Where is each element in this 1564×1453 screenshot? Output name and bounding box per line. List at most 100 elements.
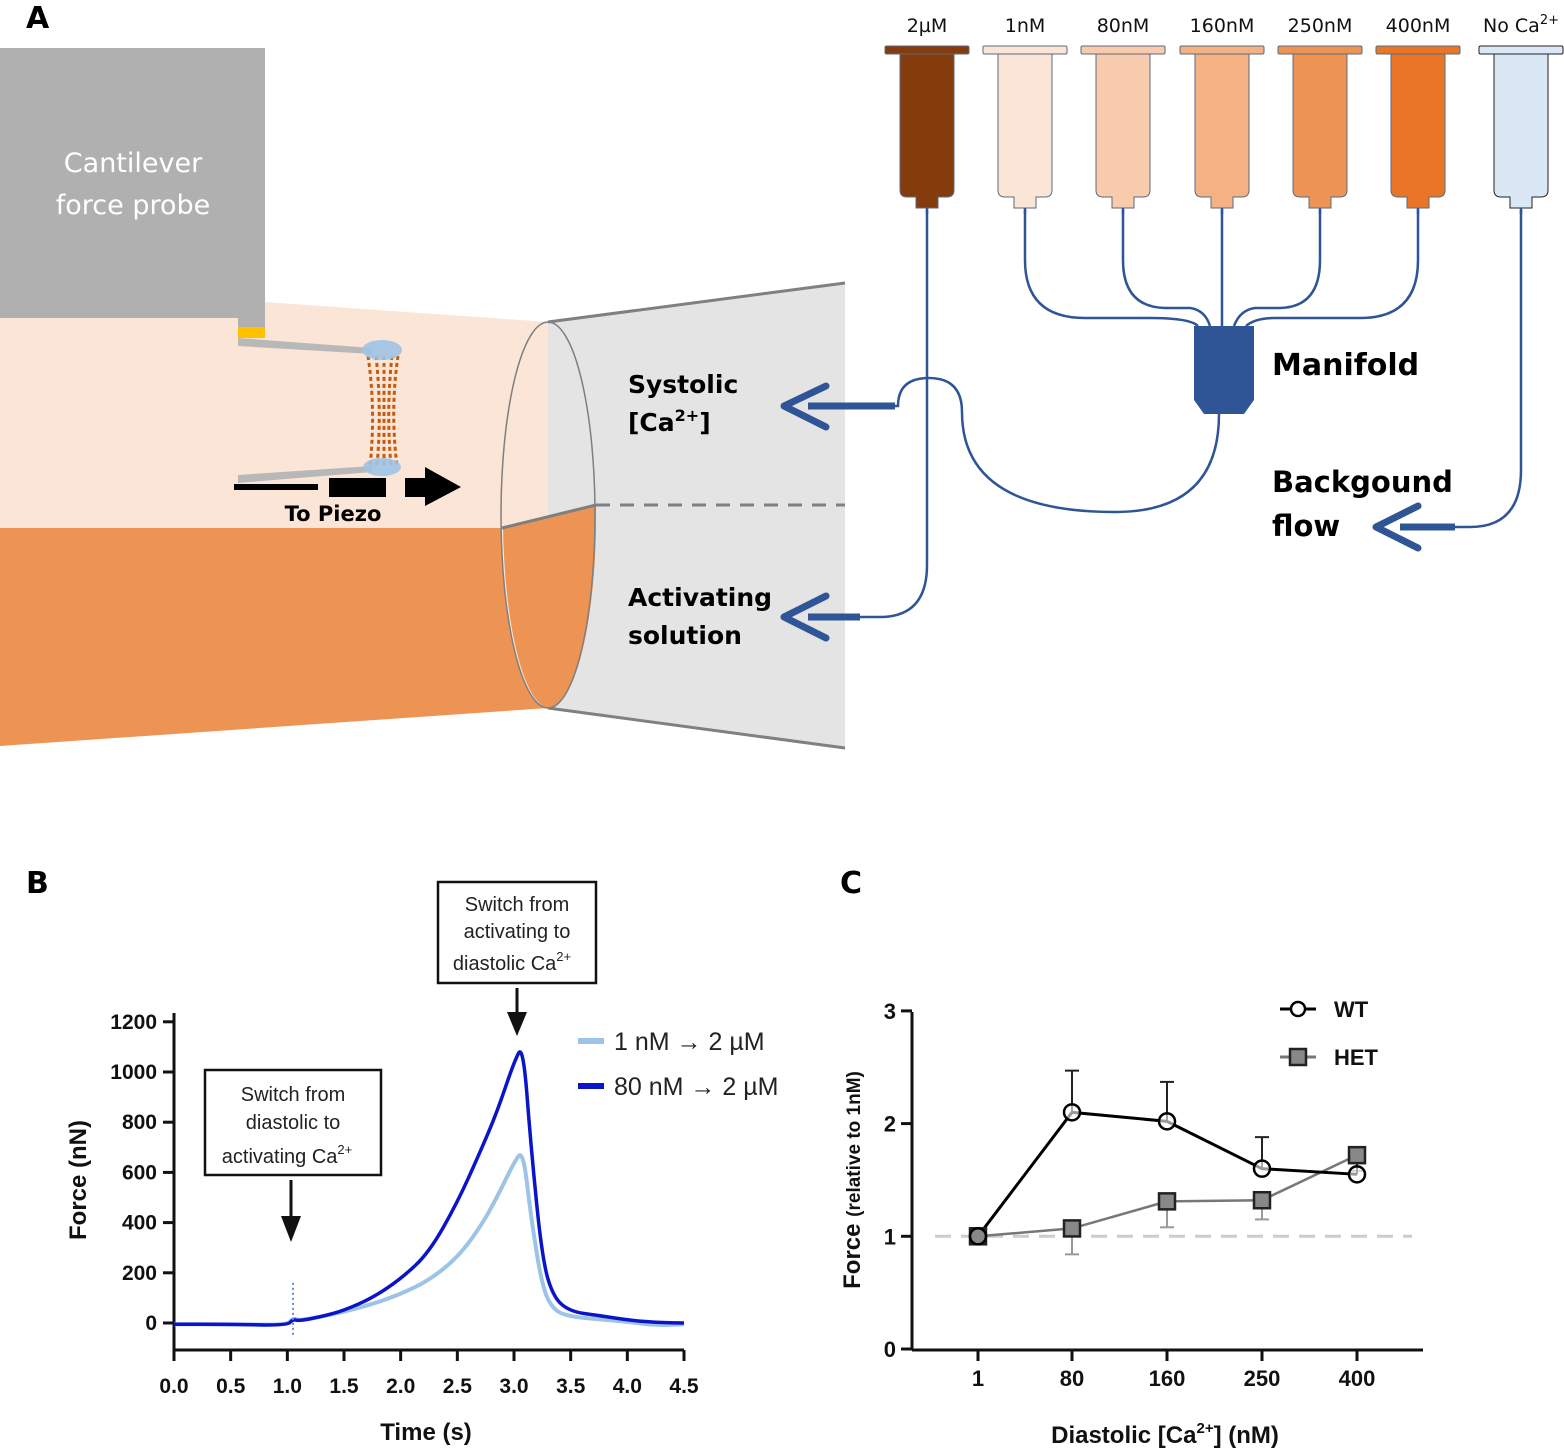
piezo-label: To Piezo (285, 502, 382, 526)
b-y-tick-label: 1000 (110, 1061, 157, 1084)
b-y-axis-title: Force (nN) (65, 1120, 92, 1240)
c-x-tick-label: 1 (972, 1366, 984, 1391)
c-het-marker (1062, 1219, 1082, 1238)
c-wt-marker (1347, 1165, 1367, 1184)
b-annotation-left-line2: diastolic to (246, 1112, 341, 1134)
chamber-top-edge (547, 281, 846, 324)
c-x-tick-label: 400 (1339, 1366, 1376, 1391)
background-label-line2: flow (1272, 509, 1340, 543)
syringe-5: 400nM (1375, 15, 1461, 214)
c-x-tick-label: 80 (1060, 1366, 1084, 1391)
c-legend-label-wt: WT (1334, 997, 1369, 1022)
b-annotation-left-line1: Switch from (241, 1084, 345, 1106)
background-arrow-icon (1372, 502, 1422, 552)
probe-label-line1: Cantilever (64, 148, 203, 179)
panel-b-letter: B (26, 866, 49, 901)
tube-400nM (1245, 210, 1420, 327)
b-series-line-1 (174, 1050, 685, 1327)
c-het-marker (1347, 1145, 1367, 1165)
b-annotation-right-box (436, 880, 598, 985)
syringe-barrel (1390, 53, 1446, 209)
systolic-label-line1: Systolic (628, 370, 738, 399)
chamber-opening-lower-fill (503, 505, 596, 708)
syringe-4: 250nM (1277, 15, 1363, 214)
b-legend-label-1nM: 1 nM → 2 µM (614, 1028, 765, 1056)
stream-interface-line (501, 503, 597, 530)
activating-label-line2: solution (628, 621, 742, 650)
chamber-bottom-edge (547, 706, 846, 750)
syringe-barrel (1095, 53, 1151, 209)
syringe-label: 1nM (1005, 15, 1046, 37)
piezo-bar-thick (329, 478, 386, 497)
b-legend-label-80nM: 80 nM → 2 µM (614, 1073, 778, 1101)
chamber-opening (500, 321, 596, 709)
c-x-tick-label: 250 (1244, 1366, 1281, 1391)
b-y-tick-label: 400 (122, 1212, 157, 1235)
probe-label-line2: force probe (56, 190, 211, 221)
b-annotation-right-line1: Switch from (465, 894, 569, 916)
syringe-label: 250nM (1288, 15, 1353, 37)
c-y-tick-label: 0 (884, 1337, 896, 1362)
c-legend-label-het: HET (1334, 1045, 1379, 1070)
c-legend-marker-het (1288, 1047, 1308, 1067)
b-y-tick-label: 600 (122, 1161, 157, 1184)
tube-systolic (895, 376, 1221, 514)
b-annotation-left-arrow-icon (281, 1216, 301, 1242)
syringe-flange (982, 45, 1068, 55)
c-y-tick-label: 1 (884, 1224, 896, 1249)
c-wt-marker (1252, 1159, 1272, 1178)
b-annotation-right-arrow-icon (507, 1012, 527, 1036)
b-y-tick-label: 0 (145, 1312, 157, 1335)
piezo-bar-thin (234, 484, 318, 490)
syringe-label: 2µM (907, 15, 948, 37)
syringe-barrel (1493, 53, 1549, 209)
syringe-3: 160nM (1179, 15, 1265, 214)
b-annotation-right-line2: activating to (464, 921, 571, 943)
syringe-label: 80nM (1097, 15, 1150, 37)
c-het-marker (1252, 1190, 1272, 1210)
tube-80nM (1121, 210, 1212, 327)
cantilever-probe-tip (238, 327, 265, 338)
activating-label-line1: Activating (628, 583, 772, 612)
syringe-0: 2µM (884, 15, 970, 214)
syringe-label: 160nM (1190, 15, 1255, 37)
cantilever-probe-body (0, 48, 265, 318)
syringe-1: 1nM (982, 15, 1068, 214)
lower-needle (238, 466, 372, 483)
manifold-label: Manifold (1272, 348, 1419, 383)
syringe-flange (1080, 45, 1166, 55)
c-y-tick-label: 3 (884, 999, 896, 1024)
lower-attachment-glue (363, 458, 401, 476)
syringe-6: No Ca2+ (1478, 13, 1564, 214)
b-annotation-left-box (203, 1068, 383, 1177)
b-y-tick-label: 200 (122, 1262, 157, 1285)
b-x-tick-label: 1.0 (273, 1375, 302, 1398)
b-x-tick-label: 0.5 (216, 1375, 246, 1398)
syringe-flange (1478, 45, 1564, 55)
tube-activating (858, 210, 929, 619)
syringe-flange (884, 45, 970, 55)
c-y-axis-title: Force (relative to 1nM) (839, 1071, 866, 1289)
c-het-marker (1157, 1192, 1177, 1211)
systolic-arrow-icon (780, 382, 830, 431)
manifold-block (1194, 326, 1254, 414)
syringe-label: No Ca2+ (1483, 13, 1559, 37)
panel-c-letter: C (840, 866, 862, 901)
upper-needle (238, 338, 372, 354)
c-x-axis-title: Diastolic [Ca2+] (nM) (1051, 1420, 1279, 1449)
c-wt-marker (1157, 1112, 1177, 1131)
c-x-tick-label: 160 (1149, 1366, 1186, 1391)
background-label-line1: Backgound (1272, 465, 1453, 499)
tube-1nM (1023, 210, 1199, 327)
upper-systolic-stream (0, 302, 548, 528)
b-x-tick-label: 4.0 (613, 1375, 642, 1398)
b-y-tick-label: 800 (122, 1111, 157, 1134)
tubing-network (858, 210, 1523, 619)
syringe-barrel (1194, 53, 1250, 209)
b-x-tick-label: 1.5 (329, 1375, 359, 1398)
b-x-tick-label: 3.5 (556, 1375, 586, 1398)
syringe-flange (1375, 45, 1461, 55)
